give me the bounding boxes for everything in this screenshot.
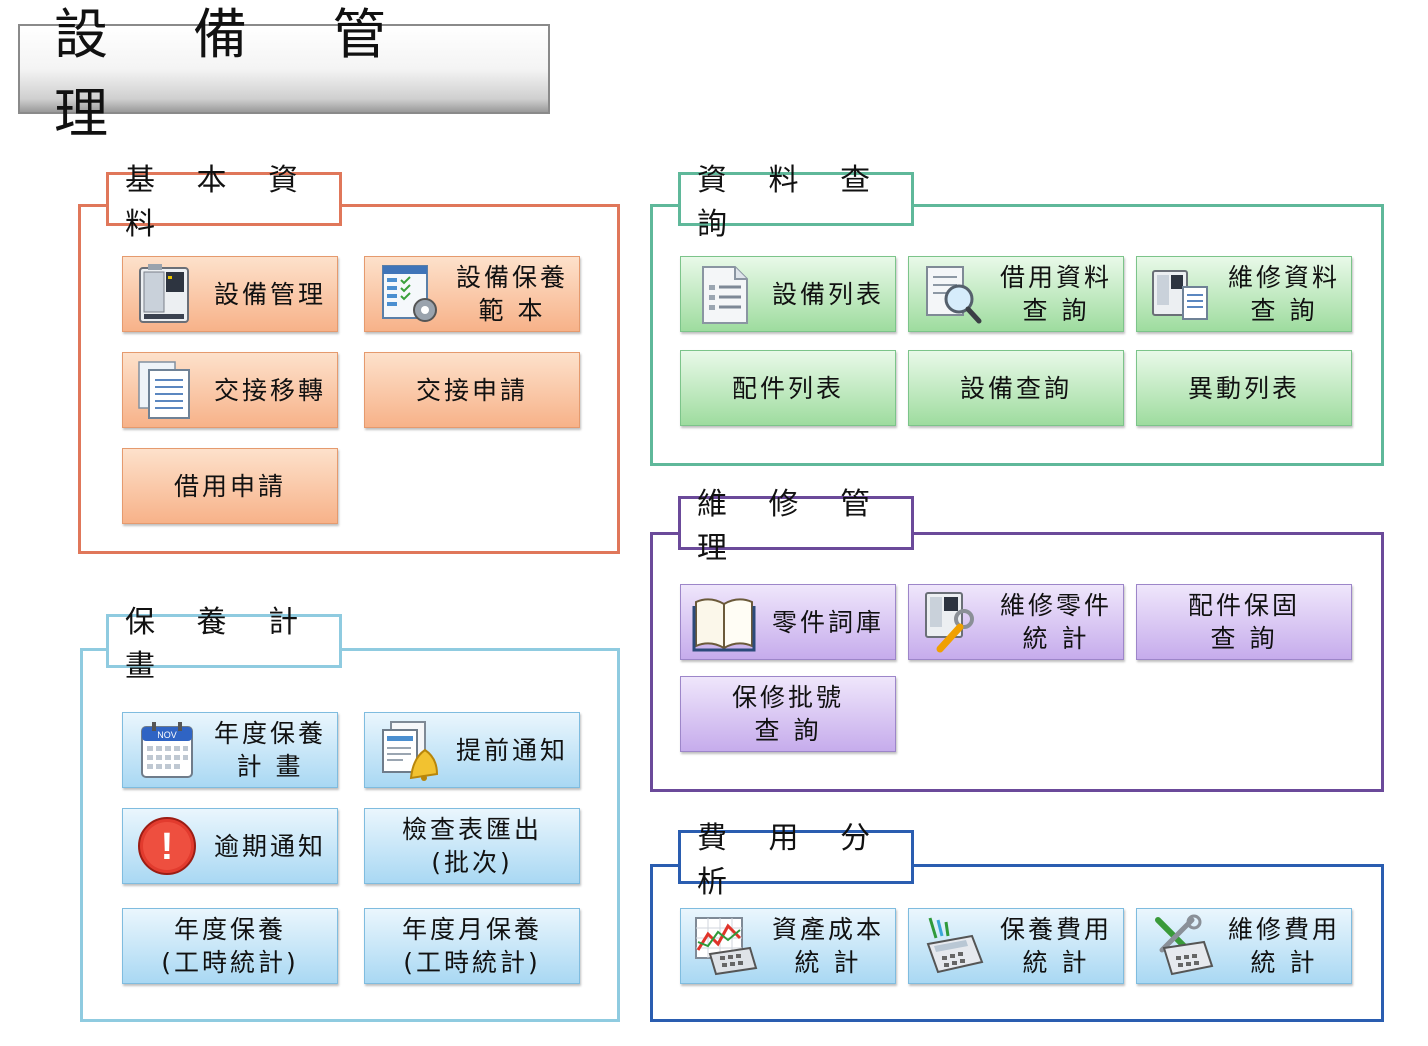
magnifier-document-icon: [917, 258, 989, 330]
repair-parts-stats-button[interactable]: 維修零件 統 計: [908, 584, 1124, 660]
repair-cost-stats-label: 維修費用 統 計: [1227, 915, 1340, 977]
maintenance-template-label: 設備保養 範 本: [455, 263, 568, 325]
annual-maintenance-hours-label: 年度保養 (工時統計): [161, 915, 299, 977]
machine-wrench-icon: [917, 586, 989, 658]
annual-maintenance-plan-button[interactable]: NOV 年度保養 計 畫: [122, 712, 338, 788]
advance-notice-label: 提前通知: [455, 735, 568, 765]
calendar-month-text: NOV: [157, 730, 177, 740]
calculator-icon: [917, 910, 989, 982]
repair-cost-stats-button[interactable]: 維修費用 統 計: [1136, 908, 1352, 984]
handover-request-button[interactable]: 交接申請: [364, 352, 580, 428]
calendar-icon: NOV: [131, 714, 203, 786]
section-maintenance-plan-title: 保 養 計 畫: [106, 605, 342, 684]
change-list-button[interactable]: 異動列表: [1136, 350, 1352, 426]
equipment-query-label: 設備查詢: [959, 373, 1072, 403]
report-bell-icon: [373, 714, 445, 786]
section-basic-data-title: 基 本 資 料: [106, 163, 342, 242]
asset-cost-stats-button[interactable]: 資產成本 統 計: [680, 908, 896, 984]
machine-icon: [131, 258, 203, 330]
maintenance-cost-stats-button[interactable]: 保養費用 統 計: [908, 908, 1124, 984]
section-data-query: [650, 204, 1384, 466]
documents-icon: [131, 354, 203, 426]
warranty-batch-query-button[interactable]: 保修批號 查 詢: [680, 676, 896, 752]
machine-document-icon: [1145, 258, 1217, 330]
handover-request-label: 交接申請: [415, 375, 528, 405]
checklist-export-button[interactable]: 檢查表匯出 (批次): [364, 808, 580, 884]
alert-icon: !: [131, 810, 203, 882]
change-list-label: 異動列表: [1187, 373, 1300, 403]
equipment-management-label: 設備管理: [213, 279, 326, 309]
parts-list-label: 配件列表: [731, 373, 844, 403]
checklist-export-label: 檢查表匯出 (批次): [401, 815, 542, 877]
borrow-request-label: 借用申請: [173, 471, 286, 501]
parts-list-button[interactable]: 配件列表: [680, 350, 896, 426]
section-cost-analysis-title: 費 用 分 析: [678, 821, 914, 900]
borrow-request-button[interactable]: 借用申請: [122, 448, 338, 524]
advance-notice-button[interactable]: 提前通知: [364, 712, 580, 788]
chart-calculator-icon: [689, 910, 761, 982]
tools-calculator-icon: [1145, 910, 1217, 982]
repair-parts-stats-label: 維修零件 統 計: [999, 591, 1112, 653]
annual-monthly-maintenance-hours-button[interactable]: 年度月保養 (工時統計): [364, 908, 580, 984]
section-data-query-title: 資 料 查 詢: [678, 163, 914, 242]
asset-cost-stats-label: 資產成本 統 計: [771, 915, 884, 977]
alert-mark-text: !: [161, 826, 174, 868]
parts-glossary-button[interactable]: 零件詞庫: [680, 584, 896, 660]
annual-maintenance-hours-button[interactable]: 年度保養 (工時統計): [122, 908, 338, 984]
overdue-notice-button[interactable]: ! 逾期通知: [122, 808, 338, 884]
handover-transfer-label: 交接移轉: [213, 375, 326, 405]
section-repair-management-title: 維 修 管 理: [678, 487, 914, 566]
section-repair-management: [650, 532, 1384, 792]
maintenance-template-button[interactable]: 設備保養 範 本: [364, 256, 580, 332]
parts-glossary-label: 零件詞庫: [771, 607, 884, 637]
equipment-list-label: 設備列表: [771, 279, 884, 309]
warranty-batch-query-label: 保修批號 查 詢: [731, 683, 844, 745]
handover-transfer-button[interactable]: 交接移轉: [122, 352, 338, 428]
borrow-data-query-label: 借用資料 查 詢: [999, 263, 1112, 325]
repair-data-query-label: 維修資料 查 詢: [1227, 263, 1340, 325]
equipment-management-button[interactable]: 設備管理: [122, 256, 338, 332]
annual-monthly-maintenance-hours-label: 年度月保養 (工時統計): [401, 915, 542, 977]
page-title: 設 備 管 理: [18, 3, 550, 145]
annual-maintenance-plan-label: 年度保養 計 畫: [213, 719, 326, 781]
repair-data-query-button[interactable]: 維修資料 查 詢: [1136, 256, 1352, 332]
checklist-gear-icon: [373, 258, 445, 330]
overdue-notice-label: 逾期通知: [213, 831, 326, 861]
equipment-query-button[interactable]: 設備查詢: [908, 350, 1124, 426]
list-document-icon: [689, 258, 761, 330]
parts-warranty-query-label: 配件保固 查 詢: [1187, 591, 1300, 653]
borrow-data-query-button[interactable]: 借用資料 查 詢: [908, 256, 1124, 332]
maintenance-cost-stats-label: 保養費用 統 計: [999, 915, 1112, 977]
equipment-list-button[interactable]: 設備列表: [680, 256, 896, 332]
parts-warranty-query-button[interactable]: 配件保固 查 詢: [1136, 584, 1352, 660]
book-icon: [689, 586, 761, 658]
